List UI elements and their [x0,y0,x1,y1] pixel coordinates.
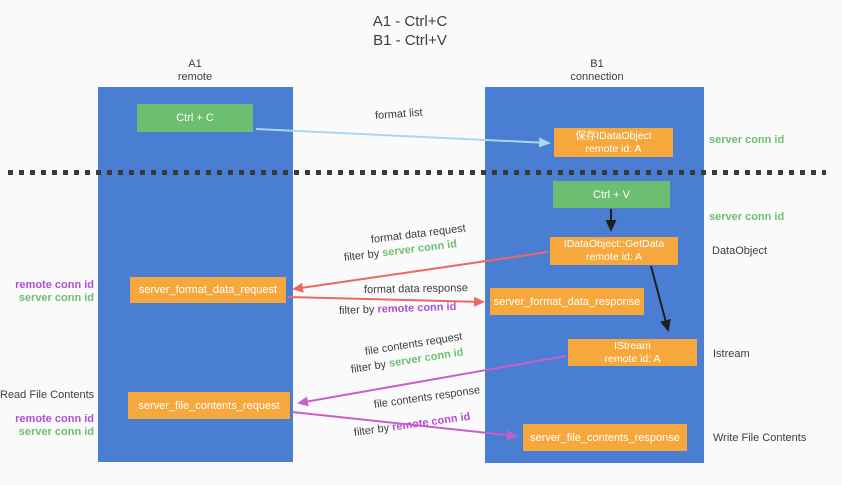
left-conn-id-stack-1: remote conn id server conn id [0,279,94,304]
lifeline-b1-role: connection [570,71,624,83]
node-server-format-data-response: server_format_data_response [490,288,644,315]
label-server-conn-id-right-1: server conn id [709,134,785,146]
label-server-conn-id-right-2: server conn id [709,211,785,223]
node-istream-line1: IStream [614,339,651,352]
filter-by-text: filter by [343,247,380,264]
lifeline-a1-role: remote [177,71,213,83]
node-server-file-contents-response: server_file_contents_response [523,424,687,451]
lifeline-header-b1: B1 connection [547,58,647,84]
label-server-conn-id-left-1: server conn id [18,291,94,304]
node-format-request-label: server_format_data_request [138,284,278,296]
label-format-data-response: format data response [363,282,469,296]
label-filter-by-remote-conn-id-2: filter by remote conn id [353,411,471,439]
node-save-idataobject: 保存IDataObject remote id: A [554,128,673,157]
node-getdata-line2: remote id: A [585,251,643,263]
node-istream: IStream remote id: A [568,339,697,366]
left-conn-id-stack-2: remote conn id server conn id [0,413,94,438]
title-line-ctrl-c: A1 - Ctrl+C [372,13,448,30]
node-idataobject-getdata: IDataObject::GetData remote id: A [550,237,678,265]
label-format-list: format list [374,106,423,122]
filter-by-text: filter by [350,358,387,376]
label-remote-conn-id-left-1: remote conn id [15,279,94,291]
node-file-request-label: server_file_contents_request [138,399,280,412]
node-ctrl-c: Ctrl + C [137,104,253,132]
node-format-response-label: server_format_data_response [493,295,641,308]
node-server-format-data-request: server_format_data_request [130,277,286,303]
phase-separator-dotted-line [8,170,826,175]
node-istream-line2: remote id: A [604,352,661,365]
label-server-conn-id-left-2: server conn id [18,425,94,438]
label-file-contents-response: file contents response [373,384,481,411]
label-write-file-contents: Write File Contents [713,432,807,444]
node-ctrl-c-label: Ctrl + C [176,112,214,124]
label-istream: Istream [713,348,750,360]
node-ctrl-v-label: Ctrl + V [593,188,630,201]
lifeline-header-a1: A1 remote [145,58,245,84]
remote-conn-id-text: remote conn id [377,300,457,316]
label-filter-by-remote-conn-id-1: filter by remote conn id [339,301,457,317]
title-line-ctrl-v: B1 - Ctrl+V [373,32,447,49]
node-ctrl-v: Ctrl + V [553,181,670,208]
label-dataobject: DataObject [712,245,768,257]
label-read-file-contents: Read File Contents [0,389,95,401]
node-save-idataobject-line2: remote id: A [585,142,642,155]
filter-by-text: filter by [338,303,375,317]
node-getdata-line1: IDataObject::GetData [563,238,665,250]
lifeline-a1-name: A1 [188,58,202,70]
diagram-title: A1 - Ctrl+C B1 - Ctrl+V [280,12,540,50]
lifeline-b1-name: B1 [590,58,604,70]
node-save-idataobject-line1: 保存IDataObject [575,129,652,142]
label-remote-conn-id-left-2: remote conn id [15,413,94,425]
filter-by-text: filter by [353,422,390,439]
node-file-response-label: server_file_contents_response [530,431,680,444]
node-server-file-contents-request: server_file_contents_request [128,392,290,419]
remote-conn-id-text: remote conn id [391,410,472,434]
